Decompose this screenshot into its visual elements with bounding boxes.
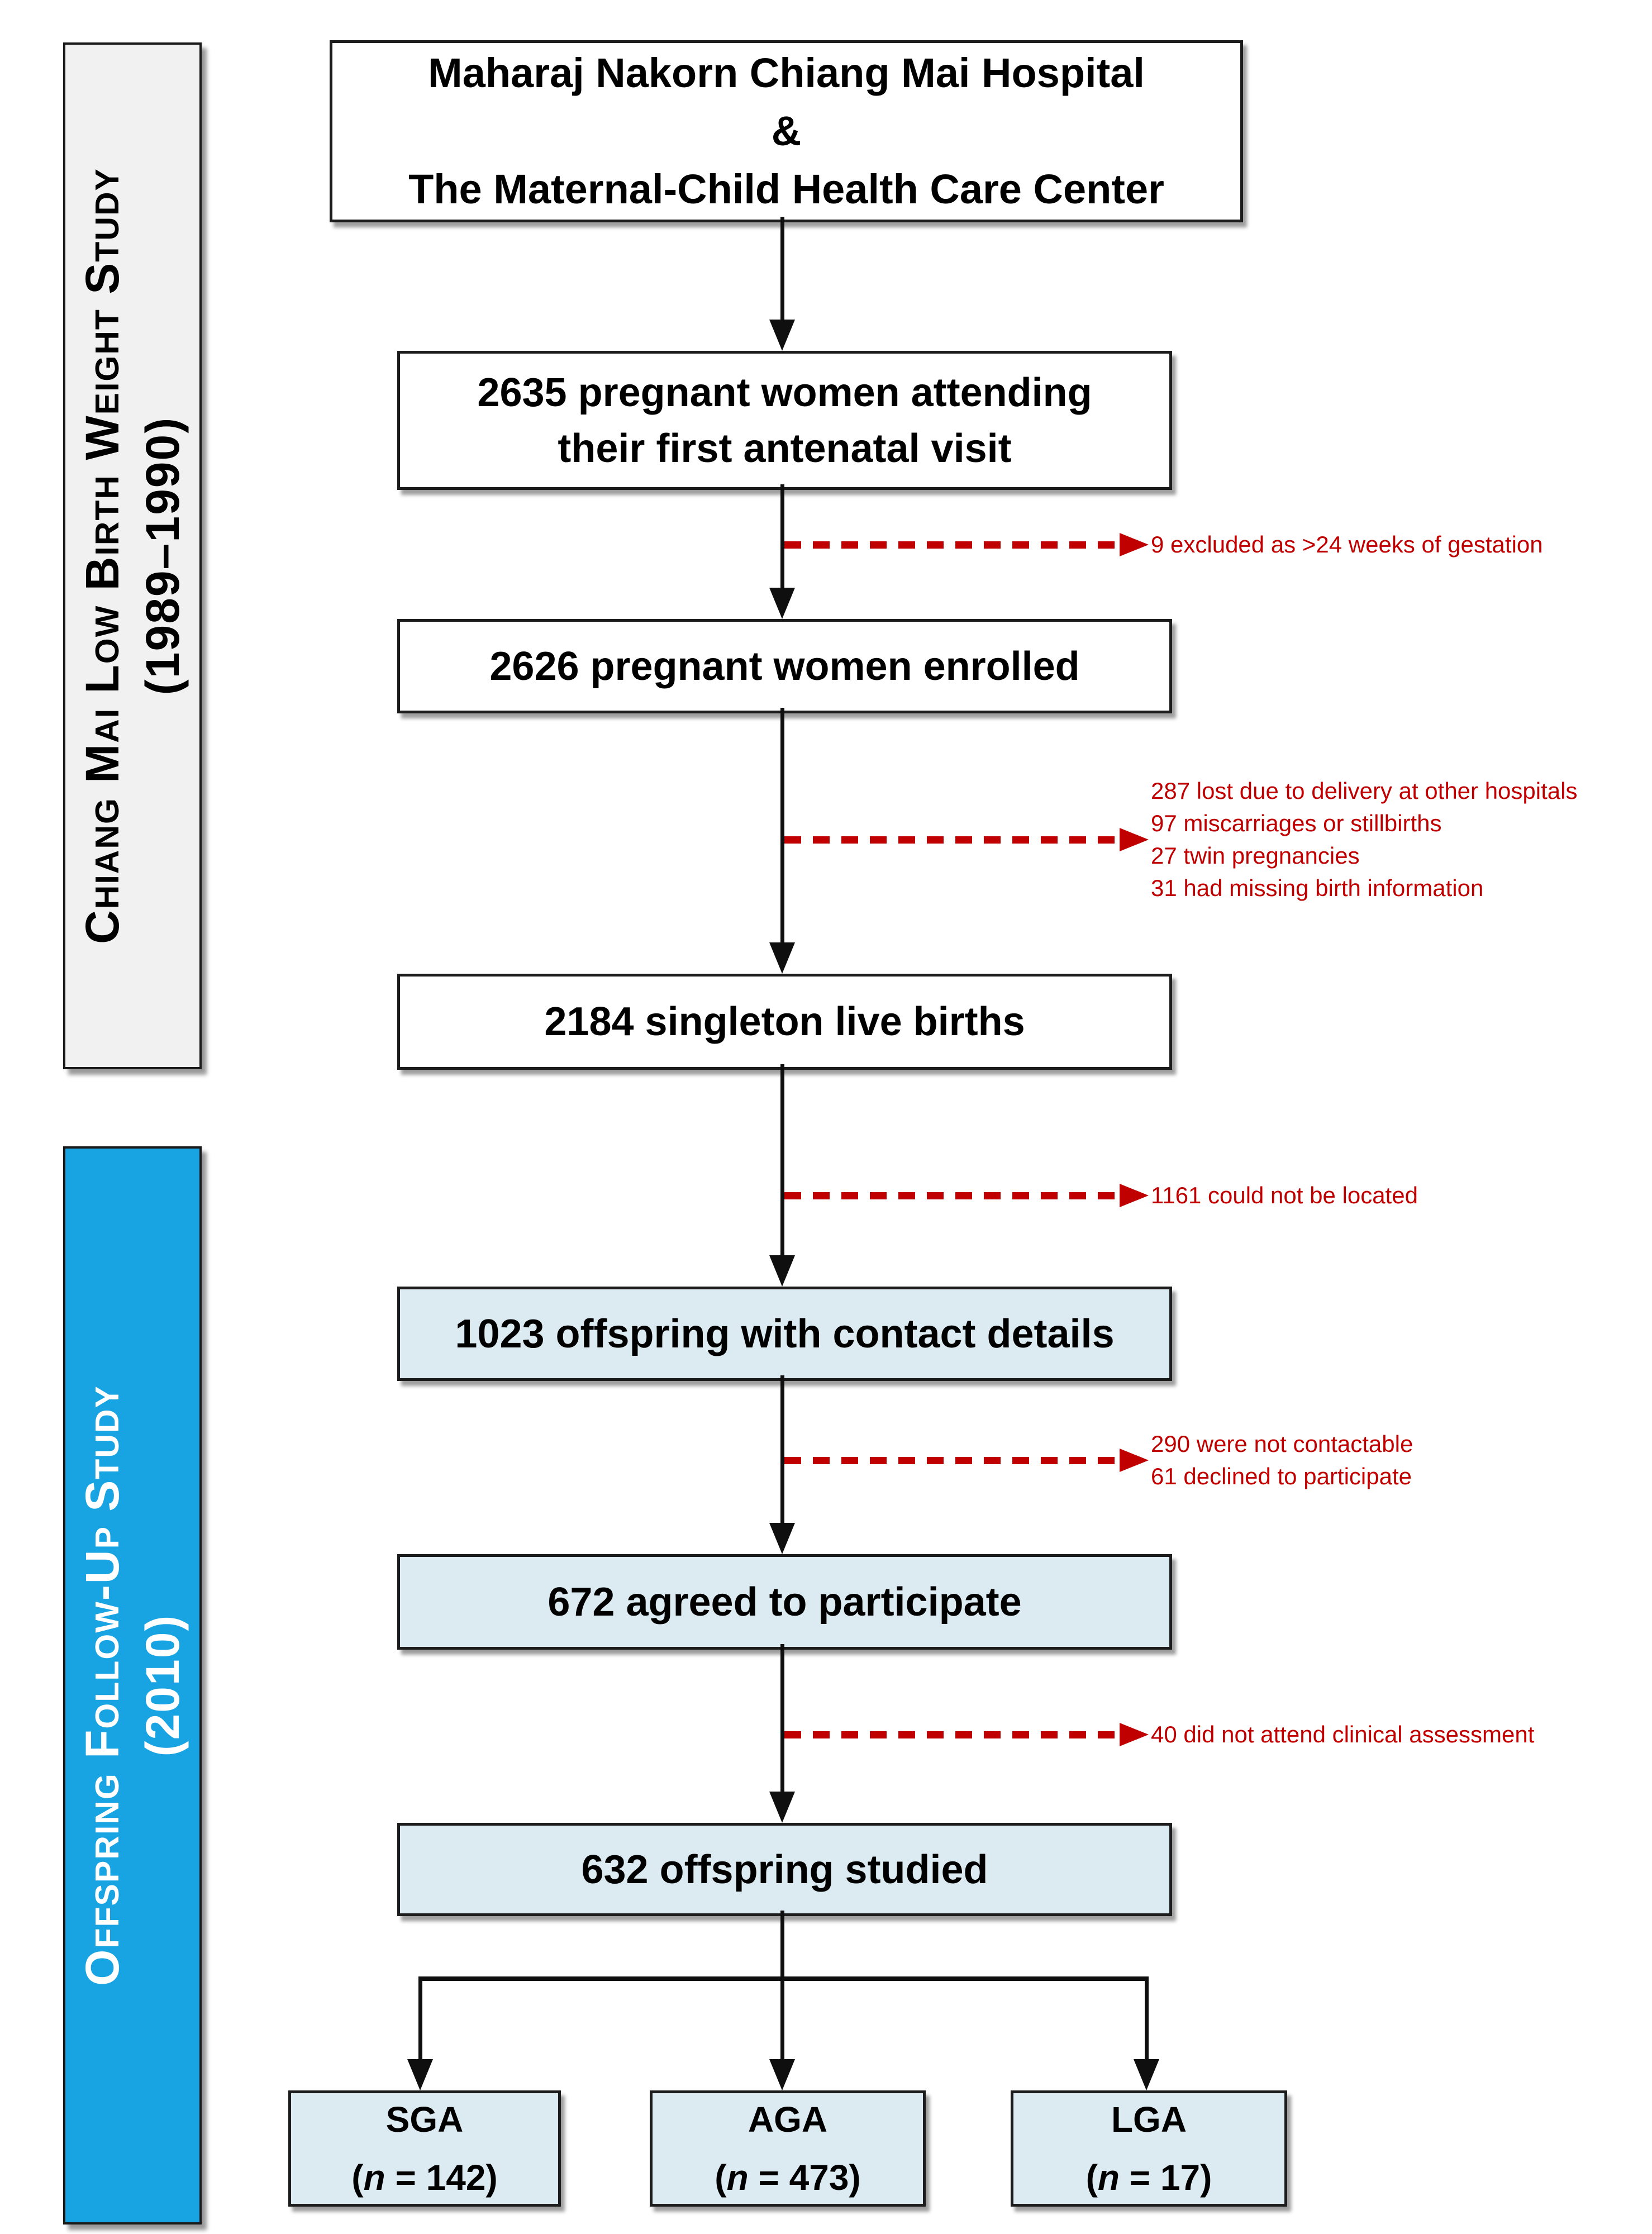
exclusion-note-located: 1161 could not be located: [1151, 1182, 1418, 1208]
outcome-box-sga: SGA (n = 142): [288, 2090, 561, 2207]
exclusion-note-losses: 287 lost due to delivery at other hospit…: [1151, 778, 1578, 901]
sidebar-followup-title: Offspring Follow-Up Study: [76, 1385, 128, 1986]
exclusion-arrow-contactable: [784, 1457, 1120, 1464]
outcome-box-aga: AGA (n = 473): [650, 2090, 926, 2207]
sidebar-followup-label: Offspring Follow-Up Study (2010): [72, 1385, 193, 1986]
sidebar-cohort-study: Chiang Mai Low Birth Weight Study (1989–…: [63, 42, 202, 1069]
arrowhead-aga: [769, 2059, 795, 2090]
arrow-line-contact-agreed: [780, 1375, 784, 1526]
arrowhead-sga: [407, 2059, 433, 2090]
branch-line-aga: [780, 1981, 784, 2062]
exclusion-note-gestation: 9 excluded as >24 weeks of gestation: [1151, 531, 1543, 558]
outcome-lga-label: LGA: [1111, 2099, 1187, 2140]
arrowhead-enrolled: [769, 588, 795, 619]
outcome-aga-label: AGA: [748, 2099, 828, 2140]
branch-stem-line: [780, 1911, 784, 1981]
sidebar-followup-years: (2010): [136, 1614, 189, 1757]
exclusion-arrowhead-losses: [1120, 828, 1149, 851]
branch-line-lga: [1145, 1976, 1149, 2062]
exclusion-note-contactable: 290 were not contactable 61 declined to …: [1151, 1431, 1413, 1489]
sidebar-cohort-title: Chiang Mai Low Birth Weight Study: [76, 168, 128, 944]
exclusion-arrowhead-gestation: [1120, 533, 1149, 556]
outcome-box-lga: LGA (n = 17): [1011, 2090, 1287, 2207]
flow-box-enrolled: 2626 pregnant women enrolled: [397, 619, 1172, 713]
arrowhead-studied: [769, 1792, 795, 1823]
exclusion-note-assessment: 40 did not attend clinical assessment: [1151, 1721, 1535, 1747]
arrowhead-contact: [769, 1255, 795, 1287]
flow-box-agreed: 672 agreed to participate: [397, 1554, 1172, 1650]
exclusion-arrowhead-contactable: [1120, 1449, 1149, 1472]
exclusion-arrowhead-assessment: [1120, 1723, 1149, 1746]
branch-horizontal-line: [418, 1976, 1149, 1981]
arrowhead-lga: [1134, 2059, 1159, 2090]
arrowhead-agreed: [769, 1523, 795, 1554]
outcome-sga-label: SGA: [385, 2099, 464, 2140]
arrow-line-hospital-antenatal: [780, 217, 784, 323]
exclusion-arrow-gestation: [784, 541, 1120, 549]
outcome-sga-n: (n = 142): [351, 2157, 498, 2198]
exclusion-arrowhead-located: [1120, 1184, 1149, 1207]
exclusion-arrow-assessment: [784, 1731, 1120, 1738]
sidebar-followup-study: Offspring Follow-Up Study (2010): [63, 1146, 202, 2225]
arrow-line-enrolled-singleton: [780, 708, 784, 946]
outcome-lga-n: (n = 17): [1086, 2157, 1212, 2198]
sidebar-cohort-label: Chiang Mai Low Birth Weight Study (1989–…: [72, 168, 193, 944]
arrowhead-singleton: [769, 942, 795, 974]
exclusion-arrow-losses: [784, 836, 1120, 844]
branch-line-sga: [418, 1976, 422, 2062]
sidebar-cohort-years: (1989–1990): [136, 416, 189, 696]
flow-box-antenatal-visit: 2635 pregnant women attending their firs…: [397, 351, 1172, 490]
outcome-aga-n: (n = 473): [715, 2157, 861, 2198]
flow-box-contact-details: 1023 offspring with contact details: [397, 1287, 1172, 1381]
arrow-line-antenatal-enrolled: [780, 484, 784, 591]
flow-box-studied: 632 offspring studied: [397, 1823, 1172, 1916]
flow-box-singleton-births: 2184 singleton live births: [397, 974, 1172, 1070]
exclusion-arrow-located: [784, 1192, 1120, 1199]
arrow-line-singleton-contact: [780, 1064, 784, 1259]
flow-box-hospital: Maharaj Nakorn Chiang Mai Hospital & The…: [330, 40, 1243, 222]
arrowhead-antenatal: [769, 320, 795, 351]
arrow-line-agreed-studied: [780, 1644, 784, 1795]
